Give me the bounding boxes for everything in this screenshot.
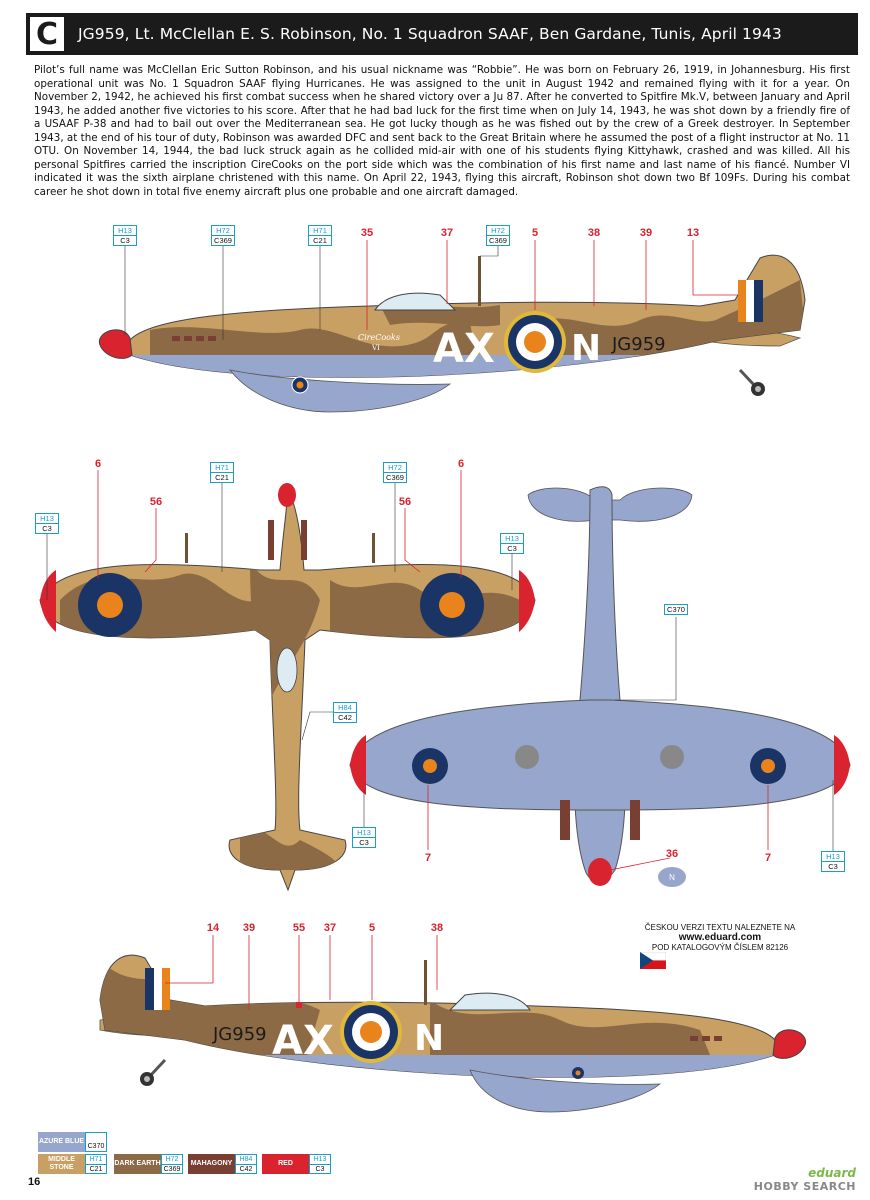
decal-number: 38 (430, 922, 444, 934)
decal-number: 39 (242, 922, 256, 934)
czech-version-note: ČESKOU VERZI TEXTU NALEZNETE NA www.edua… (590, 923, 850, 953)
stbd-code-right: N (414, 1018, 444, 1059)
brand-watermark: eduard HOBBY SEARCH (753, 1166, 856, 1193)
decal-number: 14 (206, 922, 220, 934)
side-view-starboard: AX N JG959 (99, 954, 806, 1113)
profile-header: C JG959, Lt. McClellan E. S. Robinson, N… (26, 13, 858, 55)
stbd-code-left: AX (272, 1018, 334, 1064)
bottom-view: N (349, 486, 851, 887)
decal-number: 37 (323, 922, 337, 934)
decal-number: 56 (149, 496, 163, 508)
decal-number: 35 (360, 227, 374, 239)
decal-number: 36 (665, 848, 679, 860)
north-label: N (669, 873, 675, 882)
legend-chip: MAHAGONY (188, 1154, 235, 1174)
top-view (39, 483, 536, 892)
legend-chip: RED (262, 1154, 309, 1174)
page-number: 16 (28, 1176, 41, 1188)
decal-number: 13 (686, 227, 700, 239)
side-view-port: AX N JG959 CireCooks VI (99, 254, 806, 413)
eduard-link[interactable]: www.eduard.com (678, 932, 762, 943)
nose-art-name: CireCooks (358, 333, 400, 342)
legend-chip: AZURE BLUE (38, 1132, 85, 1152)
paint-code-lines (46, 245, 834, 851)
paint-code-c370: C370 (664, 604, 688, 615)
czech-flag-icon (640, 952, 666, 969)
decal-number: 39 (639, 227, 653, 239)
side-code-left: AX (433, 326, 495, 372)
decal-number: 55 (292, 922, 306, 934)
callout-lines (97, 240, 769, 1010)
legend-chip: DARK EARTH (114, 1154, 161, 1174)
decal-number: 6 (94, 458, 102, 470)
profile-title: JG959, Lt. McClellan E. S. Robinson, No.… (78, 25, 782, 43)
decal-number: 37 (440, 227, 454, 239)
profile-letter: C (30, 17, 64, 52)
decal-number: 38 (587, 227, 601, 239)
side-serial: JG959 (611, 334, 666, 355)
decal-number: 6 (457, 458, 465, 470)
stbd-serial: JG959 (212, 1024, 267, 1045)
pilot-biography: Pilot’s full name was McClellan Eric Sut… (34, 64, 850, 198)
side-code-right: N (571, 328, 601, 369)
decal-number: 56 (398, 496, 412, 508)
decal-number: 7 (764, 852, 772, 864)
decal-number: 7 (424, 852, 432, 864)
nose-art-numeral: VI (371, 344, 380, 352)
decal-number: 5 (368, 922, 376, 934)
legend-chip: MIDDLE STONE (38, 1154, 85, 1174)
legend-azure-blue: AZURE BLUE C370 (38, 1132, 107, 1152)
decal-number: 5 (531, 227, 539, 239)
